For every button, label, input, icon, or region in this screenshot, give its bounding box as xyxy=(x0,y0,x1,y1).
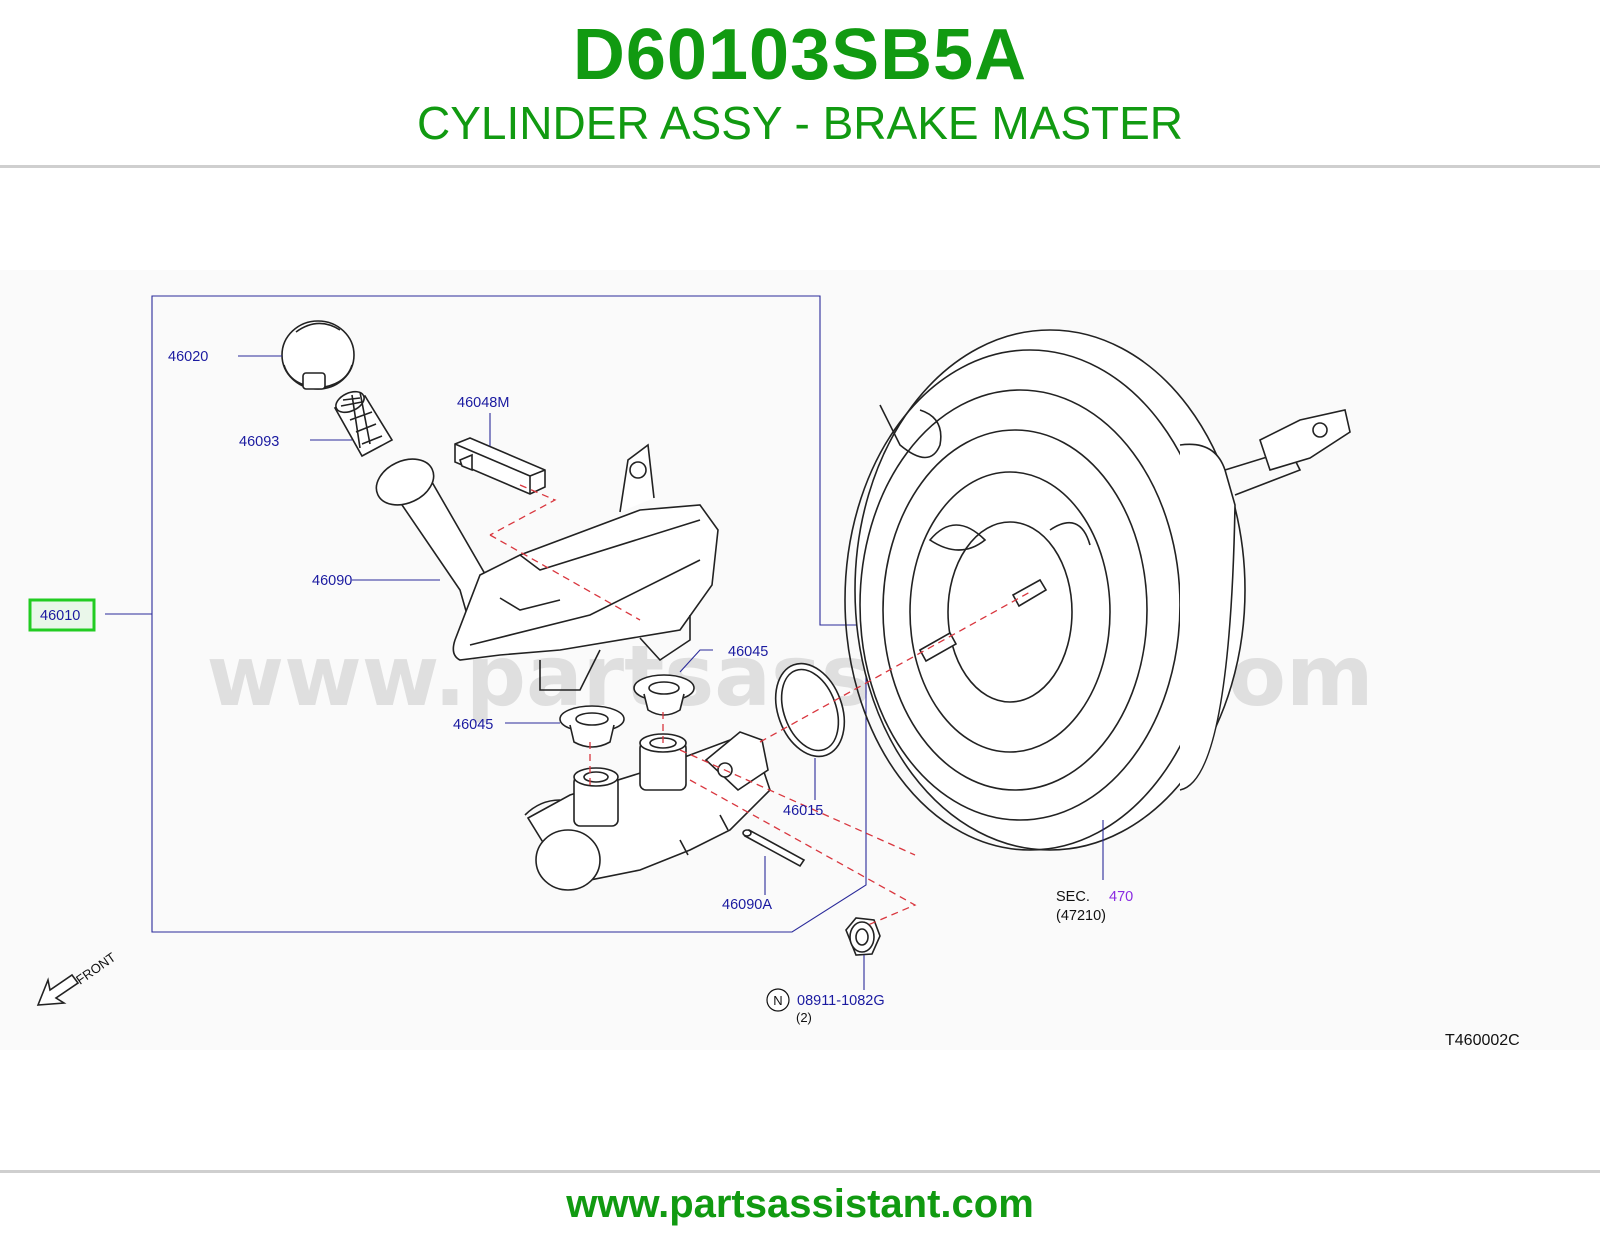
callout-46045-lower[interactable]: 46045 xyxy=(453,717,493,733)
reservoir-cap-part[interactable] xyxy=(281,320,355,390)
footer-divider xyxy=(0,1170,1600,1173)
callout-46048m[interactable]: 46048M xyxy=(457,395,509,411)
diagram-backdrop xyxy=(0,270,1600,1050)
non-reusable-letter: N xyxy=(773,993,782,1008)
retaining-pin-part[interactable] xyxy=(742,828,806,868)
brake-booster-part[interactable] xyxy=(844,329,1351,851)
non-reusable-marker xyxy=(766,988,790,1012)
footer-website[interactable]: www.partsassistant.com xyxy=(566,1182,1034,1226)
parts-diagram: www.partsassistant.com xyxy=(0,270,1600,1050)
sec-label: SEC. xyxy=(1056,889,1090,905)
header-divider xyxy=(0,165,1600,168)
front-direction-icon xyxy=(36,973,80,1006)
callout-46020[interactable]: 46020 xyxy=(168,349,208,365)
page-header: D60103SB5A CYLINDER ASSY - BRAKE MASTER xyxy=(0,0,1600,170)
flange-nut-part[interactable] xyxy=(845,917,881,956)
assembly-guide-lines xyxy=(489,484,1031,926)
callout-46015[interactable]: 46015 xyxy=(783,803,823,819)
part-description: CYLINDER ASSY - BRAKE MASTER xyxy=(416,97,1184,149)
sec-470-link[interactable]: 470 xyxy=(1109,889,1133,905)
master-cylinder-body-part[interactable] xyxy=(524,731,771,891)
strainer-part[interactable] xyxy=(333,388,394,458)
reservoir-tank-part[interactable] xyxy=(369,443,719,691)
callout-46010[interactable]: 46010 xyxy=(40,608,80,624)
callout-08911-1082g[interactable]: 08911-1082G xyxy=(797,993,885,1009)
grommet-lower-part[interactable] xyxy=(559,705,625,748)
part-number-title: D60103SB5A xyxy=(572,15,1028,95)
assembly-boundary xyxy=(151,295,867,933)
leader-46045-upper xyxy=(679,649,713,673)
grommet-upper-part[interactable] xyxy=(633,674,695,716)
callout-46093[interactable]: 46093 xyxy=(239,434,279,450)
callout-46045-upper[interactable]: 46045 xyxy=(728,644,768,660)
callout-46090[interactable]: 46090 xyxy=(312,573,352,589)
figure-code: T460002C xyxy=(1445,1032,1520,1049)
callout-08911-quantity: (2) xyxy=(796,1010,812,1025)
sec-part-number: (47210) xyxy=(1056,908,1106,924)
callout-46090a[interactable]: 46090A xyxy=(722,897,772,913)
reservoir-seal-part[interactable] xyxy=(454,437,546,495)
highlight-box-46010[interactable] xyxy=(28,598,96,632)
